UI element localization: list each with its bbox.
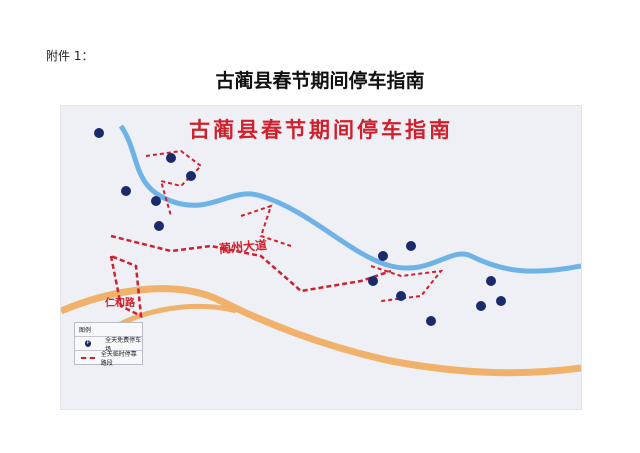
legend-label: 全天临时停靠路段 [100,350,137,367]
attachment-label: 附件 1： [46,49,94,63]
route-east [370,265,444,302]
river [118,124,581,274]
road-label-renhe: 仁和路 [105,298,135,309]
legend-heading: 图例 [79,327,92,334]
map-legend: 图例 P 全天免费停车场 全天临时停靠路段 [74,322,143,367]
route-center [240,204,292,247]
parking-markers [94,128,506,326]
highway [61,285,581,377]
road-renhe-route [109,254,143,319]
red-dashed-line-icon [81,356,95,359]
route-north [145,149,203,217]
map-graphic [61,124,581,377]
map-title: 古蔺县春节期间停车指南 [189,117,453,142]
page-title: 古蔺县春节期间停车指南 [215,70,425,92]
parking-icon: P [85,340,92,347]
legend-label: 全天免费停车场 [105,336,142,353]
road-lanzhou-route [110,234,392,293]
